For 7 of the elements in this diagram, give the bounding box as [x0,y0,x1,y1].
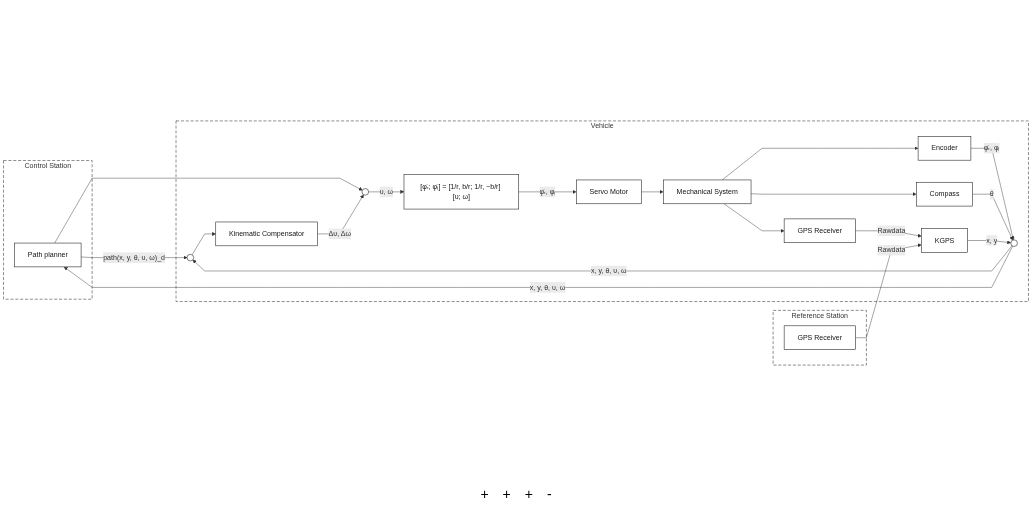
node-circle [186,254,194,262]
sign-label: - [546,486,552,504]
node-circle [1010,239,1018,247]
sign-label: + [502,486,511,504]
sign-label: + [524,486,533,504]
node-circle [361,188,369,196]
sign-label: + [480,486,489,504]
